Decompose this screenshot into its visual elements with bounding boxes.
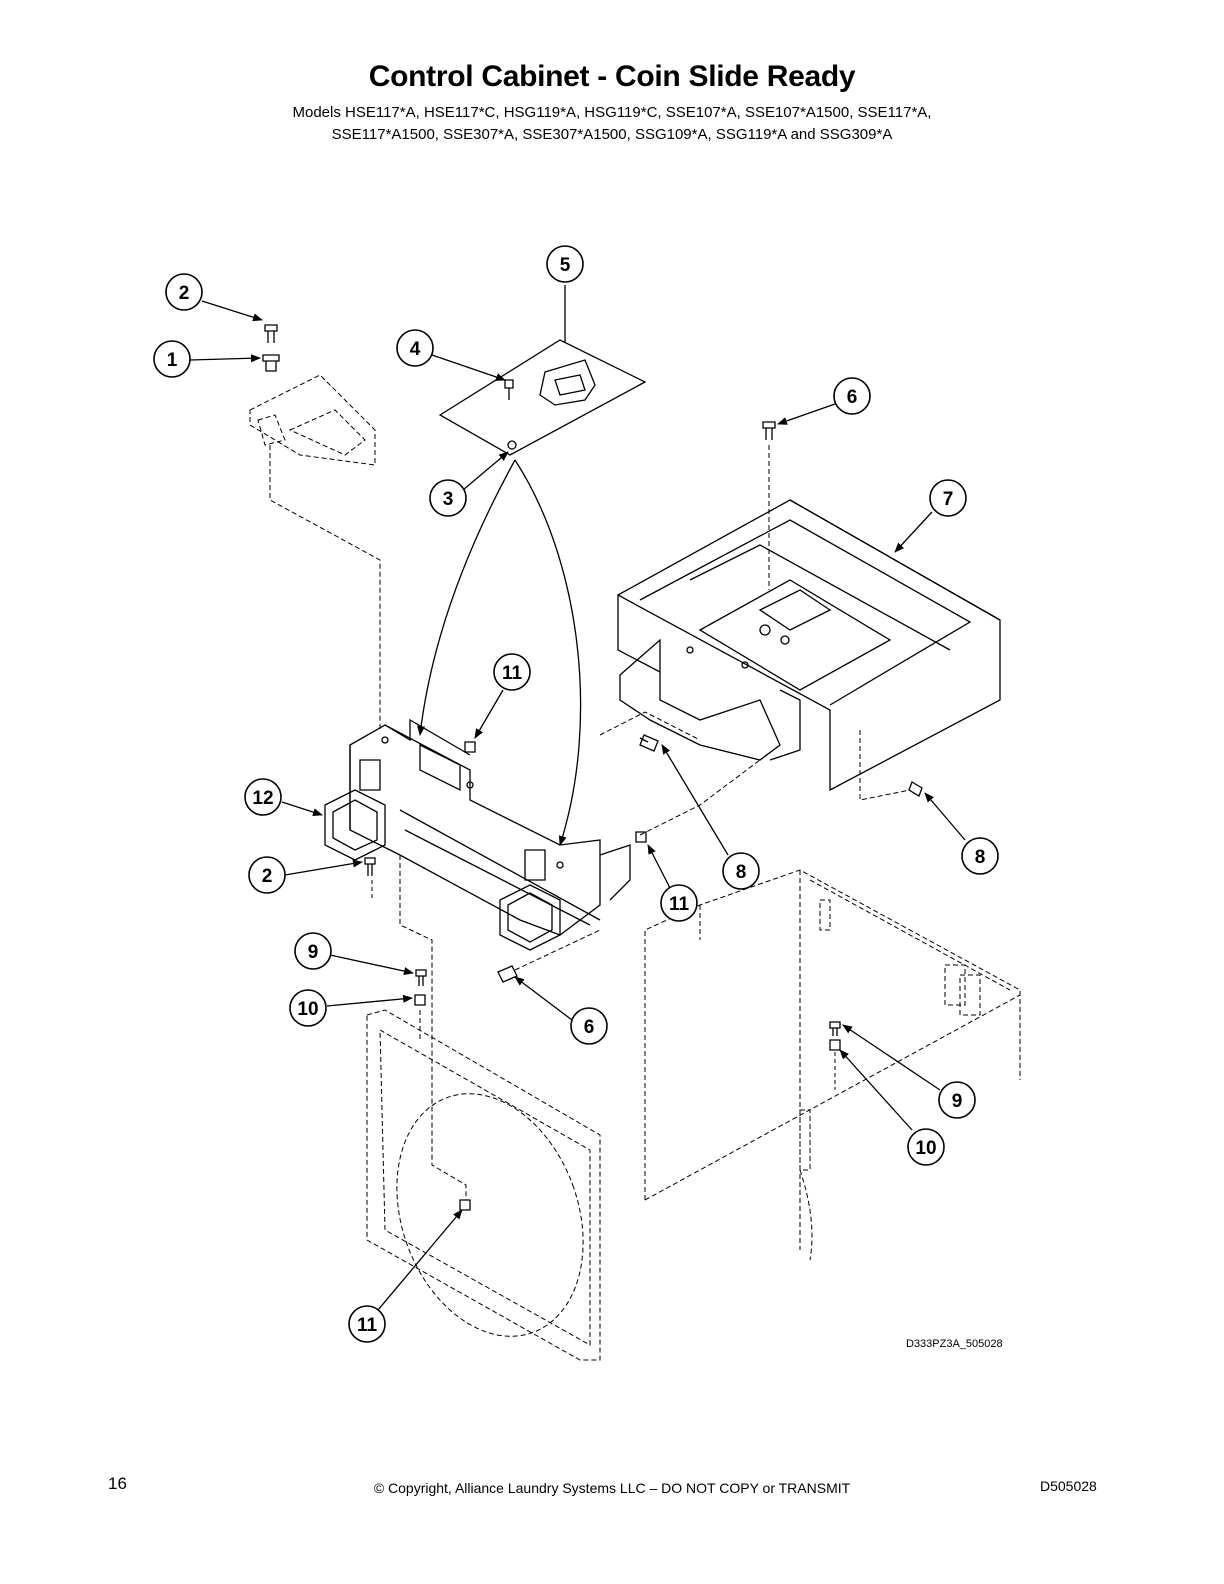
callout-7: 7 — [929, 479, 967, 517]
svg-text:3: 3 — [443, 489, 454, 510]
drawing-linework — [189, 285, 1021, 1361]
svg-text:11: 11 — [502, 663, 523, 684]
svg-text:7: 7 — [943, 489, 954, 510]
callout-11-middle: 11 — [660, 884, 698, 922]
callout-8-right: 8 — [961, 837, 999, 875]
page-title: Control Cabinet - Coin Slide Ready — [368, 60, 856, 93]
callout-10-right: 10 — [907, 1128, 945, 1166]
document-id: D505028 — [1040, 1478, 1097, 1494]
callout-10-left: 10 — [289, 989, 327, 1027]
svg-text:1: 1 — [167, 350, 178, 371]
callout-1: 1 — [153, 340, 191, 378]
svg-text:2: 2 — [262, 866, 273, 887]
callout-6-top: 6 — [833, 377, 871, 415]
svg-text:11: 11 — [357, 1315, 378, 1336]
svg-text:10: 10 — [297, 999, 318, 1020]
callout-2-lower: 2 — [248, 856, 286, 894]
svg-text:12: 12 — [252, 788, 273, 809]
models-line-2: SSE117*A1500, SSE307*A, SSE307*A1500, SS… — [331, 126, 893, 143]
callout-3: 3 — [429, 479, 467, 517]
callout-6-lower: 6 — [570, 1007, 608, 1045]
svg-text:9: 9 — [952, 1091, 963, 1112]
svg-text:6: 6 — [847, 387, 858, 408]
callout-2-top: 2 — [165, 273, 203, 311]
callout-12: 12 — [244, 778, 282, 816]
callout-11-upper: 11 — [493, 653, 531, 691]
svg-text:5: 5 — [560, 255, 571, 276]
svg-text:2: 2 — [179, 283, 190, 304]
callout-5: 5 — [546, 245, 584, 283]
callout-9-right: 9 — [938, 1081, 976, 1119]
svg-text:10: 10 — [915, 1138, 936, 1159]
callout-11-lower: 11 — [348, 1305, 386, 1343]
svg-text:9: 9 — [308, 942, 319, 963]
drawing-id: D333PZ3A_505028 — [906, 1338, 1003, 1350]
callout-9-left: 9 — [294, 932, 332, 970]
svg-text:8: 8 — [736, 862, 747, 883]
callout-4: 4 — [396, 329, 434, 367]
svg-text:11: 11 — [669, 894, 690, 915]
models-line-1: Models HSE117*A, HSE117*C, HSG119*A, HSG… — [292, 104, 932, 121]
svg-text:4: 4 — [410, 339, 421, 360]
page-number: 16 — [108, 1474, 127, 1493]
svg-text:6: 6 — [584, 1017, 595, 1038]
callout-8-center: 8 — [722, 852, 760, 890]
copyright-notice: © Copyright, Alliance Laundry Systems LL… — [373, 1480, 851, 1496]
svg-text:8: 8 — [975, 847, 986, 868]
